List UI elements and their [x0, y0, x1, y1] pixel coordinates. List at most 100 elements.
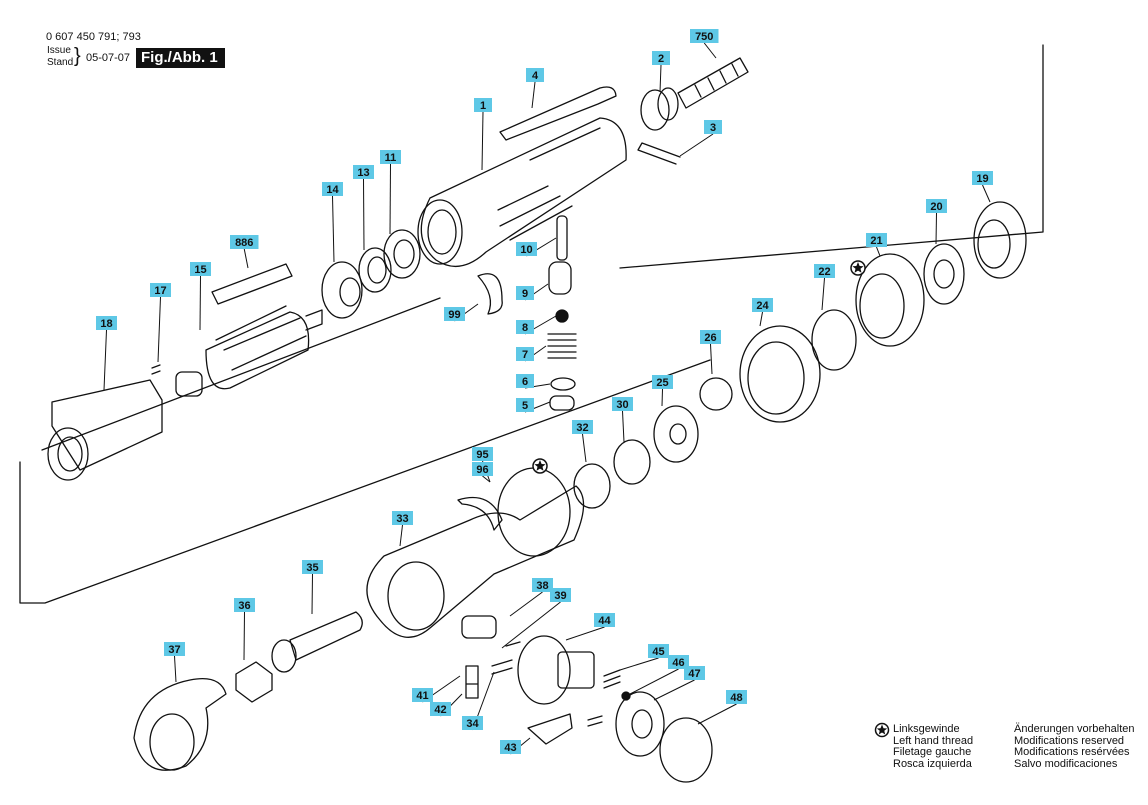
callout-47: 47	[684, 666, 705, 680]
callout-text: 47	[688, 668, 700, 680]
leader-line-22	[821, 277, 825, 311]
part-block-36	[235, 661, 273, 703]
part-end-plate-13	[358, 247, 392, 293]
callout-box	[444, 307, 465, 321]
leader-line-18	[103, 329, 107, 391]
callout-box	[704, 120, 722, 134]
callout-37: 37	[164, 642, 185, 656]
legend-line: Linksgewinde	[893, 723, 960, 735]
part-valve-stack	[547, 215, 577, 411]
callout-22: 22	[814, 264, 835, 278]
part-ratchet-head	[366, 467, 585, 638]
leader-line-15	[199, 275, 201, 331]
callout-box	[684, 666, 705, 680]
legend-line: Filetage gauche	[893, 746, 972, 758]
callout-42: 42	[430, 702, 451, 716]
leader-line-21	[876, 246, 881, 257]
callout-text: 5	[522, 400, 528, 412]
callout-text: 95	[476, 449, 488, 461]
callout-labels: 7502431111314886151718109998765192021222…	[96, 29, 993, 754]
callout-3: 3	[704, 120, 722, 134]
leader-line-47	[653, 679, 695, 701]
part-bushing-30	[613, 439, 651, 485]
part-lever	[499, 86, 617, 141]
leader-line-39	[501, 601, 561, 649]
callout-text: 24	[756, 300, 769, 312]
part-springs-45-46	[587, 669, 631, 727]
part-cylinder	[47, 379, 163, 481]
callout-box	[700, 330, 721, 344]
callout-box	[150, 283, 171, 297]
part-washer-22	[811, 309, 857, 371]
left-hand-thread-star-icon-2	[532, 458, 548, 474]
part-nut-21	[855, 253, 925, 347]
callout-886: 886	[230, 235, 259, 249]
leader-line-1	[481, 111, 484, 171]
leader-line-37	[174, 655, 177, 683]
callout-4: 4	[526, 68, 544, 82]
callout-box	[322, 182, 343, 196]
callout-99: 99	[444, 307, 465, 321]
callout-24: 24	[752, 298, 773, 312]
part-drive-housing-44	[517, 635, 595, 705]
callout-11: 11	[380, 150, 401, 164]
callout-5: 5	[516, 398, 534, 412]
part-blade	[211, 263, 293, 305]
leader-line-11	[389, 163, 391, 235]
callout-750: 750	[690, 29, 719, 43]
leader-line-20	[935, 212, 937, 245]
leader-line-30	[622, 410, 625, 443]
leader-line-96	[482, 475, 491, 483]
callout-text: 38	[536, 580, 548, 592]
part-end-plate-14	[321, 261, 363, 319]
part-gasket	[477, 273, 503, 315]
callout-38: 38	[532, 578, 553, 592]
leader-line-750	[703, 42, 717, 59]
callout-text: 30	[616, 399, 628, 411]
callout-box	[190, 262, 211, 276]
assembly-outline	[19, 44, 1044, 604]
callout-box	[550, 588, 571, 602]
leader-line-35	[311, 573, 313, 615]
callout-text: 34	[466, 718, 479, 730]
callout-text: 42	[434, 704, 446, 716]
callout-box	[652, 51, 670, 65]
callout-96: 96	[472, 462, 493, 476]
callout-box	[516, 374, 534, 388]
callout-35: 35	[302, 560, 323, 574]
callout-box	[380, 150, 401, 164]
callout-text: 26	[704, 332, 716, 344]
callout-21: 21	[866, 233, 887, 247]
leader-line-886	[243, 248, 249, 269]
callout-text: 44	[598, 615, 611, 627]
callout-20: 20	[926, 199, 947, 213]
callout-26: 26	[700, 330, 721, 344]
callout-box	[96, 316, 117, 330]
callout-text: 10	[520, 244, 532, 256]
leader-lines	[103, 42, 991, 755]
leader-line-13	[363, 178, 365, 251]
callout-box	[572, 420, 593, 434]
callout-text: 33	[396, 513, 408, 525]
part-rotor	[175, 305, 323, 397]
callout-box	[648, 644, 669, 658]
callout-text: 6	[522, 376, 528, 388]
callout-18: 18	[96, 316, 117, 330]
callout-text: 35	[306, 562, 318, 574]
callout-text: 18	[100, 318, 112, 330]
part-pin-3	[637, 142, 681, 165]
part-ring-gear-24	[739, 325, 821, 423]
callout-box	[668, 655, 689, 669]
issue-date: 05-07-07	[86, 52, 131, 64]
part-pawl-38	[461, 615, 521, 647]
callout-text: 7	[522, 349, 528, 361]
callout-box	[866, 233, 887, 247]
legend-line: Salvo modificaciones	[1014, 757, 1118, 770]
legend-line: Modifications reserved	[1014, 734, 1125, 747]
callout-text: 21	[870, 235, 882, 247]
callout-box	[462, 716, 483, 730]
callout-box	[516, 398, 534, 412]
callout-30: 30	[612, 397, 633, 411]
part-bearing-11	[383, 229, 421, 279]
legend-line: Änderungen vorbehalten	[1014, 723, 1135, 735]
